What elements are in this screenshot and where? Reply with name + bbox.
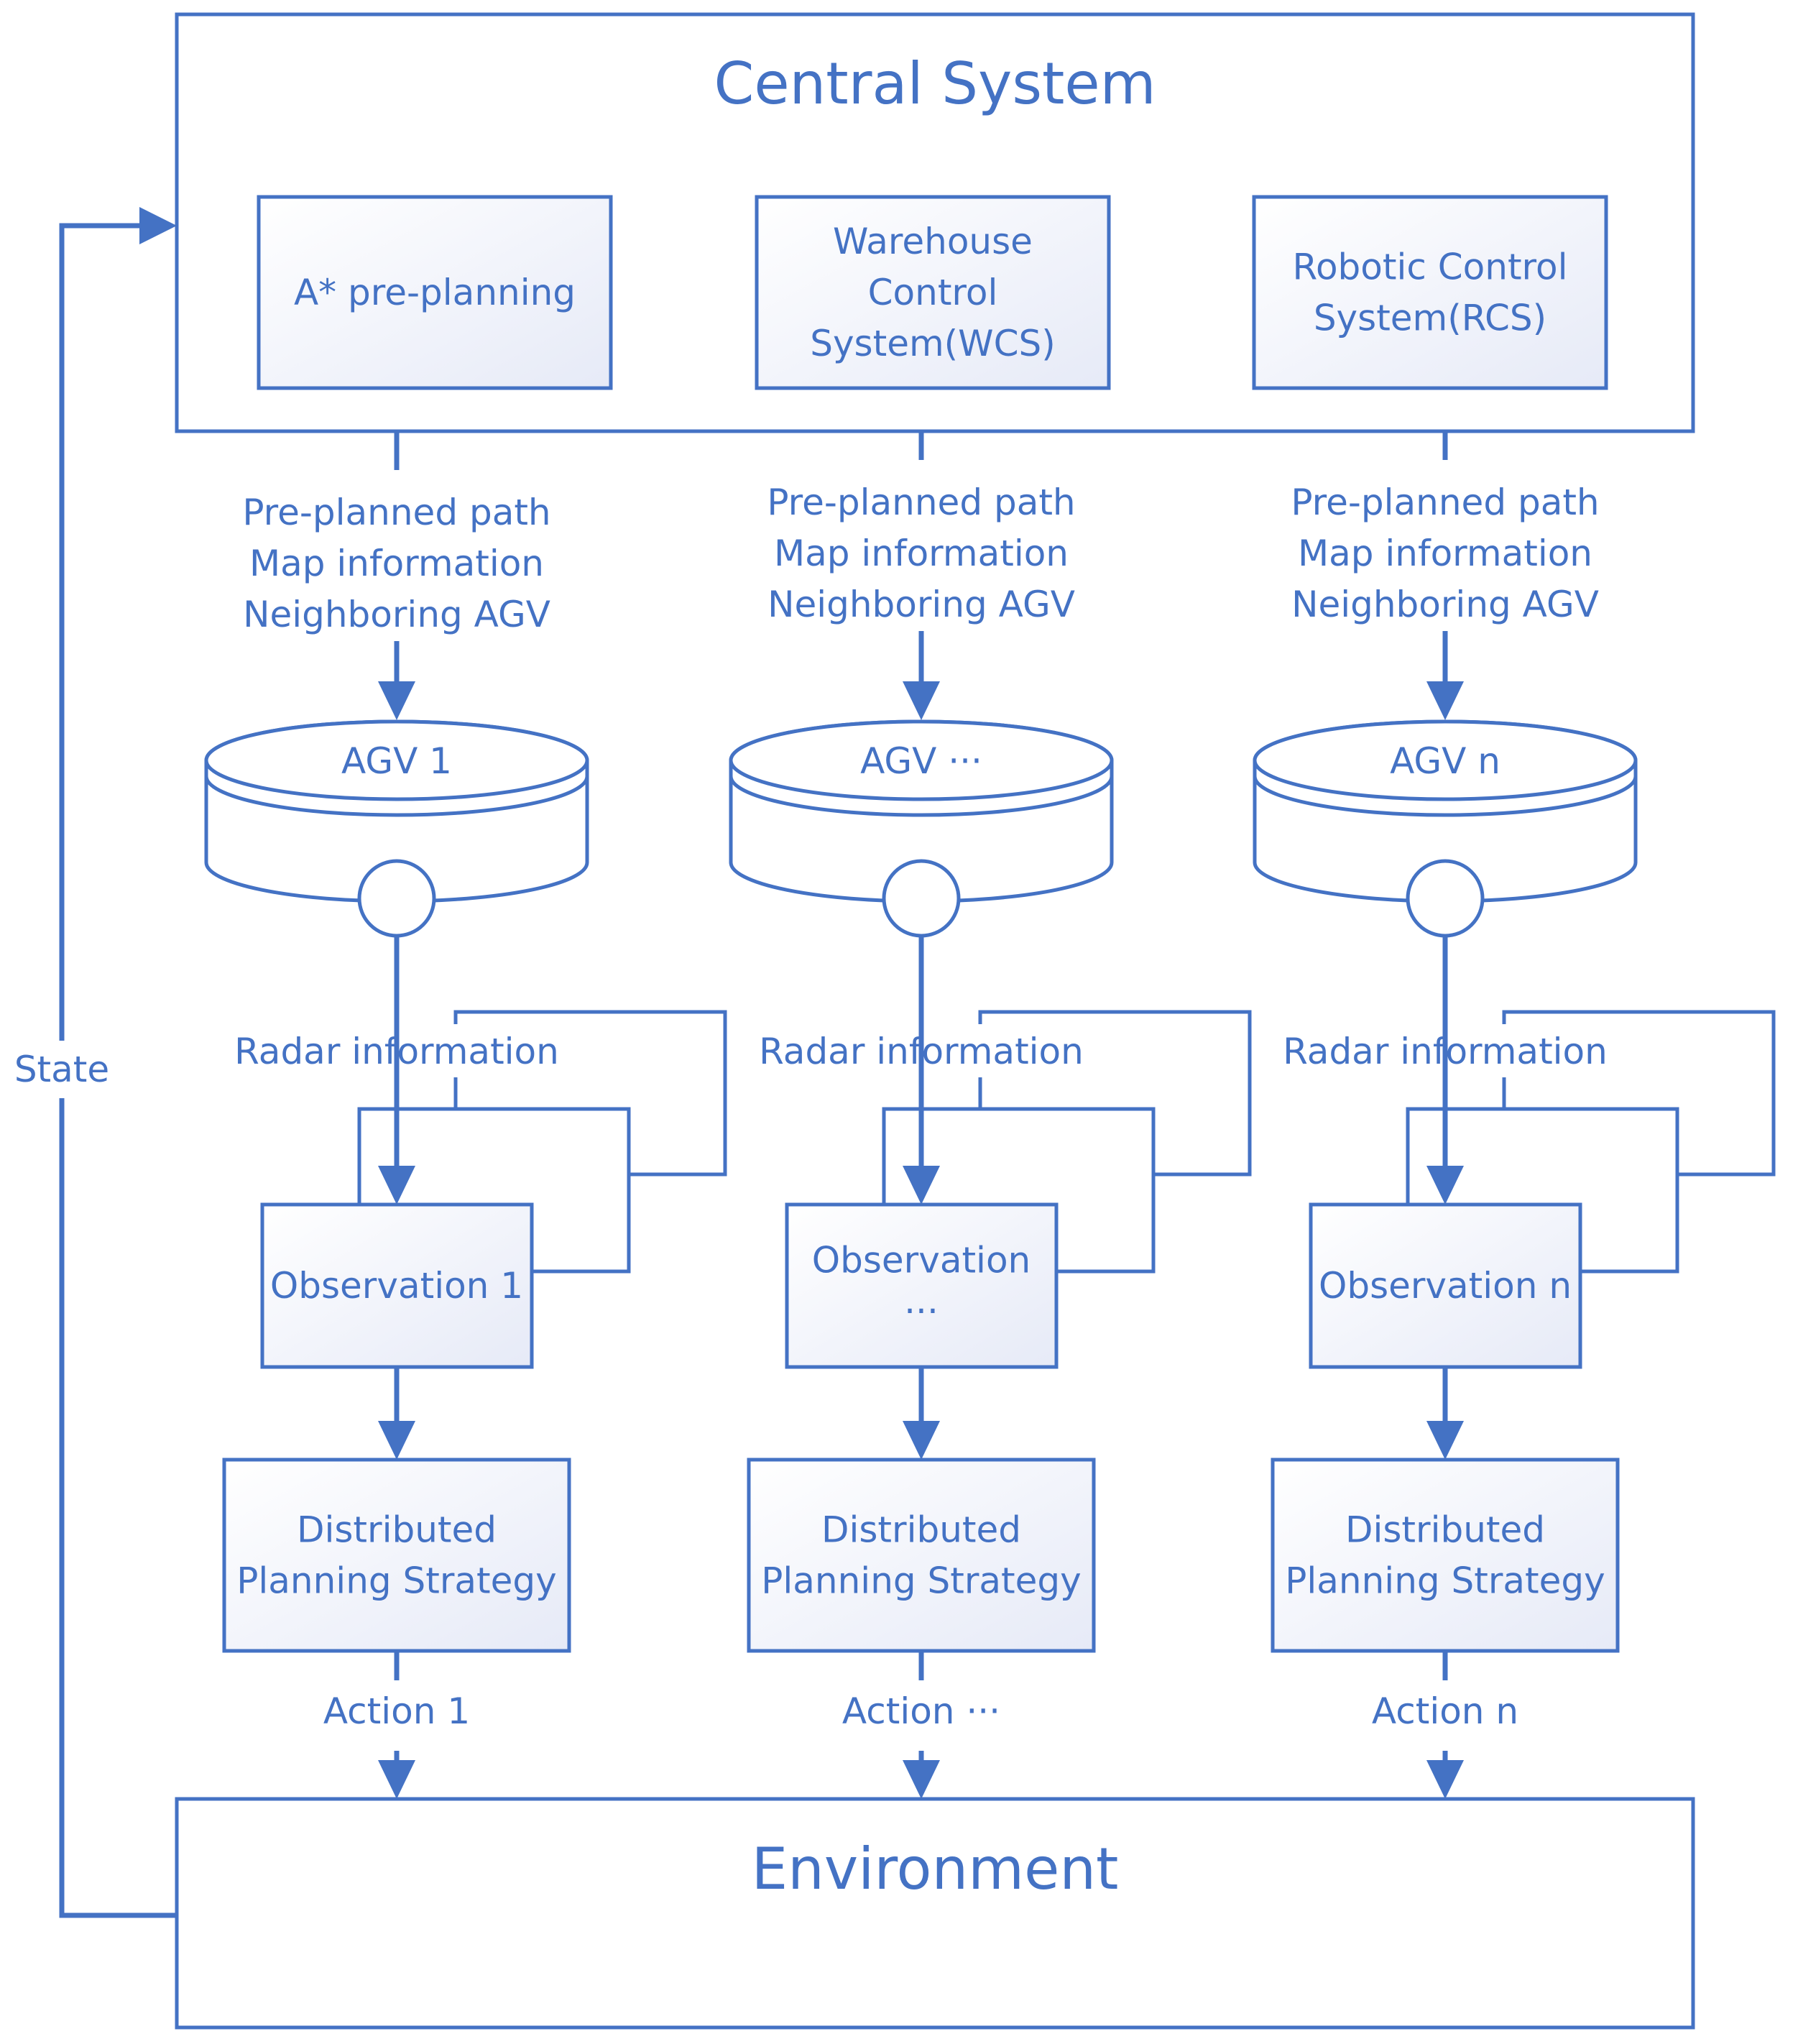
module-wcs-label-line-2: Control	[868, 272, 998, 313]
input-arrow-head	[378, 681, 415, 720]
distributed-planning-strategy-label-line-1: Distributed	[297, 1509, 497, 1551]
observation-box	[1309, 1202, 1582, 1369]
action-arrow-head	[1426, 1760, 1464, 1799]
observation-to-strategy-arrow-head	[1426, 1421, 1464, 1460]
state-feedback-loop: State	[7, 207, 177, 1918]
agv-top	[729, 719, 1114, 801]
agv-input-info-line-1: Pre-planned path	[1291, 482, 1599, 523]
agv-node: AGV n	[1253, 719, 1638, 938]
agv-input-info-line-1: Pre-planned path	[242, 492, 550, 533]
agv-radar-sensor	[1406, 859, 1485, 938]
agv-radar-sensor	[357, 859, 436, 938]
input-arrow	[378, 641, 415, 720]
observation-to-strategy-arrow	[1426, 1367, 1464, 1460]
agv-label: AGV n	[1390, 740, 1500, 782]
module-rcs-label-line-2: System(RCS)	[1314, 298, 1546, 339]
action-label: Action 1	[323, 1690, 470, 1732]
observation-box	[260, 1202, 534, 1369]
agv-top	[1253, 719, 1638, 801]
module-rcs-box	[1252, 195, 1608, 390]
distributed-planning-strategy-label-line-2: Planning Strategy	[761, 1560, 1082, 1602]
observation-label-line-1: Observation n	[1319, 1265, 1572, 1307]
central-system-title: Central System	[714, 50, 1156, 117]
module-a-star-preplanning-label-line-1: A* pre-planning	[294, 272, 576, 313]
agv-input-info-line-2: Map information	[1298, 533, 1592, 574]
observation-to-strategy-arrow	[903, 1367, 940, 1460]
environment-title: Environment	[752, 1836, 1119, 1902]
distributed-planning-strategy-box	[747, 1458, 1096, 1653]
distributed-planning-strategy-box	[222, 1458, 571, 1653]
module-a-star-preplanning-box	[257, 195, 613, 390]
observation-label-line-1: Observation	[812, 1240, 1031, 1281]
action-arrow	[378, 1751, 415, 1799]
agv-input-info-line-3: Neighboring AGV	[243, 594, 550, 635]
agv-node: AGV ···	[729, 719, 1114, 938]
central-modules: A* pre-planning WarehouseControlSystem(WC…	[257, 195, 1608, 390]
action-label: Action n	[1372, 1690, 1518, 1732]
input-arrow	[1426, 631, 1464, 720]
radar-arrow	[903, 936, 940, 1205]
distributed-planning-strategy-box	[1271, 1458, 1620, 1653]
radar-arrow-head	[903, 1166, 940, 1205]
module-wcs-box	[755, 195, 1111, 390]
state-label-bg	[7, 1041, 115, 1098]
agv-radar-sensor	[882, 859, 961, 938]
module-wcs-label-line-3: System(WCS)	[810, 323, 1056, 364]
observation-to-strategy-arrow	[378, 1367, 415, 1460]
agv-input-info-line-2: Map information	[249, 543, 544, 584]
action-label: Action ···	[842, 1690, 1000, 1732]
radar-arrow	[378, 936, 415, 1205]
state-arrowhead	[139, 207, 177, 244]
agv-label: AGV 1	[341, 740, 452, 782]
action-arrow	[903, 1751, 940, 1799]
module-a-star-preplanning: A* pre-planning	[257, 195, 613, 390]
action-arrow-head	[903, 1760, 940, 1799]
action-arrow	[1426, 1751, 1464, 1799]
module-wcs-label-line-1: Warehouse	[833, 221, 1033, 262]
observation-box	[785, 1202, 1059, 1369]
action-arrow-head	[378, 1760, 415, 1799]
observation-label-line-2: ···	[904, 1291, 939, 1332]
input-arrow-head	[1426, 681, 1464, 720]
agv-top	[204, 719, 589, 801]
agv-label: AGV ···	[860, 740, 982, 782]
environment-box	[175, 1797, 1695, 2030]
observation-label-line-1: Observation 1	[270, 1265, 523, 1307]
agv-input-info-line-1: Pre-planned path	[767, 482, 1075, 523]
state-label: State	[14, 1049, 109, 1090]
observation-to-strategy-arrow-head	[378, 1421, 415, 1460]
observation-to-strategy-arrow-head	[903, 1421, 940, 1460]
distributed-planning-strategy-label-line-2: Planning Strategy	[236, 1560, 557, 1602]
distributed-planning-strategy-label-line-2: Planning Strategy	[1285, 1560, 1605, 1602]
agv-input-info-line-3: Neighboring AGV	[767, 584, 1075, 625]
input-arrow-head	[903, 681, 940, 720]
input-arrow	[903, 631, 940, 720]
radar-arrow-head	[1426, 1166, 1464, 1205]
distributed-planning-strategy-label-line-1: Distributed	[821, 1509, 1021, 1551]
module-rcs-label-line-1: Robotic Control	[1292, 247, 1567, 288]
agv-input-info-line-3: Neighboring AGV	[1291, 584, 1599, 625]
radar-arrow-head	[378, 1166, 415, 1205]
agv-node: AGV 1	[204, 719, 589, 938]
radar-arrow	[1426, 936, 1464, 1205]
distributed-planning-strategy-label-line-1: Distributed	[1345, 1509, 1545, 1551]
agv-input-info-line-2: Map information	[774, 533, 1069, 574]
